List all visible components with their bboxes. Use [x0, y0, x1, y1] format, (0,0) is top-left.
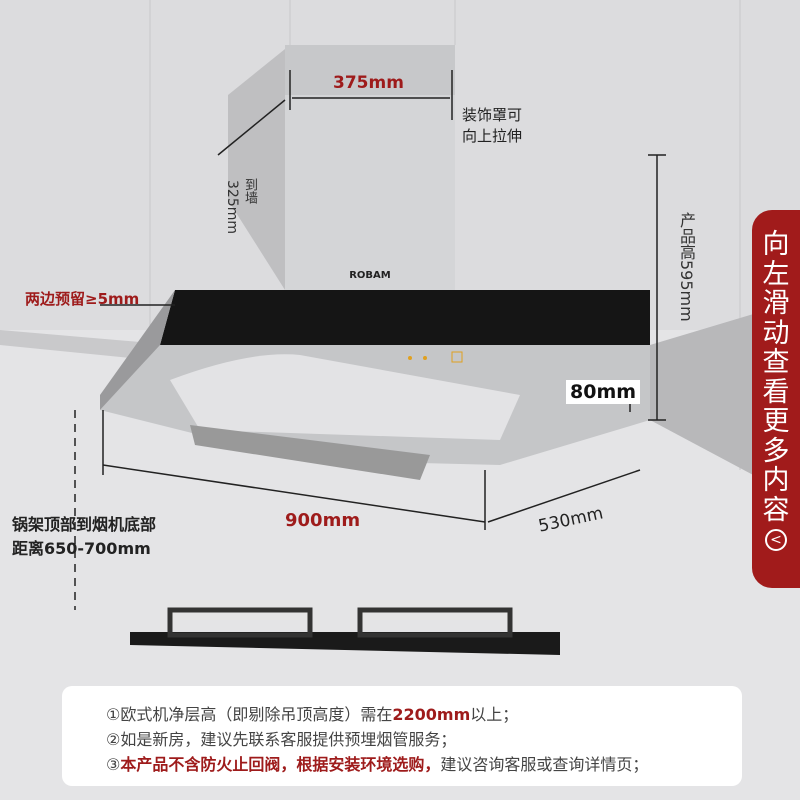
chimney-note-1: 装饰罩可	[462, 106, 523, 124]
tab-char: 更	[762, 406, 790, 437]
swipe-left-tab[interactable]: 向 左 滑 动 查 看 更 多 内 容 <	[752, 210, 800, 588]
burner-grate	[167, 607, 313, 638]
note-1: ①欧式机净层高（即剔除吊顶高度）需在2200mm以上；	[106, 705, 519, 724]
tab-char: 动	[762, 317, 790, 349]
install-height-line-2: 距离650-700mm	[12, 539, 151, 558]
tab-char: 内	[762, 465, 790, 496]
install-height-line-1: 锅架顶部到烟机底部	[12, 515, 157, 534]
note-2: ②如是新房，建议先联系客服提供预埋烟管服务；	[106, 730, 457, 749]
oil-cup	[190, 425, 430, 480]
glass-panel	[160, 290, 650, 345]
tab-char: 多	[762, 435, 790, 467]
brand-logo: ROBAM	[349, 270, 391, 281]
tab-char: 向	[762, 229, 790, 260]
chevron-left-circle-icon: <	[765, 529, 787, 551]
gas-cooktop	[130, 632, 560, 655]
tab-char: 查	[762, 347, 790, 378]
tab-char: 左	[762, 258, 790, 290]
filter-panel	[170, 354, 520, 440]
note-3: ③本产品不含防火止回阀，根据安装环境选购，建议咨询客服或查询详情页；	[106, 755, 649, 774]
to-wall-value: 325mm	[224, 180, 240, 234]
panel-height-label: 80mm	[566, 380, 641, 404]
tab-char: 容	[762, 494, 790, 526]
tab-char: 看	[762, 376, 790, 408]
chimney-width-label: 375mm	[333, 73, 404, 93]
burner-grate	[357, 607, 513, 638]
chimney-note-2: 向上拉伸	[462, 127, 523, 145]
tab-char: 滑	[762, 288, 790, 319]
width-label: 900mm	[285, 510, 361, 531]
installation-notes: ①欧式机净层高（即剔除吊顶高度）需在2200mm以上； ②如是新房，建议先联系客…	[62, 686, 742, 786]
product-height-label: 产品高595mm	[677, 212, 696, 322]
to-wall-label: 到墙	[242, 178, 257, 204]
side-clearance-label: 两边预留≥5mm	[25, 290, 140, 308]
